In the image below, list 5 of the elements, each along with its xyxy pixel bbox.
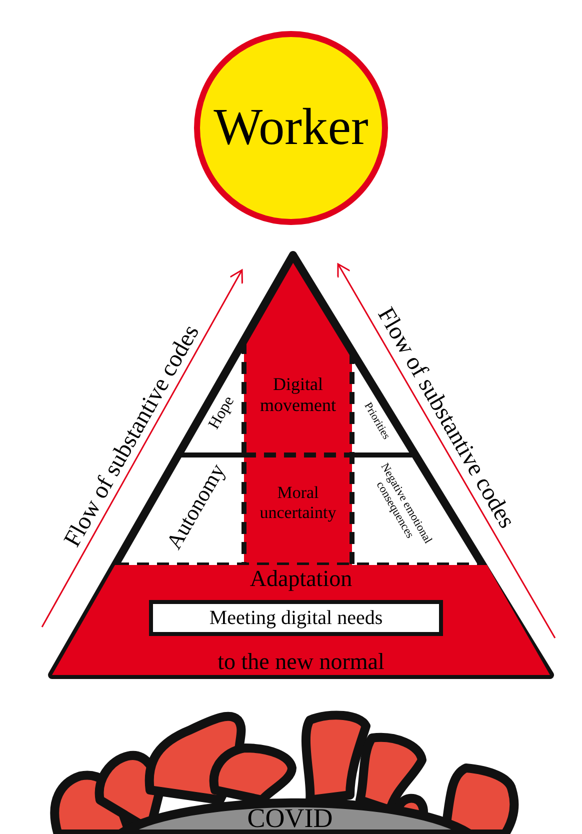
band-heading: Adaptation: [250, 567, 352, 590]
band-subheading: to the new normal: [218, 650, 384, 673]
inner-label-box: Meeting digital needs: [149, 600, 443, 636]
tier-label: Digital movement: [248, 365, 348, 425]
tier-label: Moral uncertainty: [248, 478, 348, 528]
